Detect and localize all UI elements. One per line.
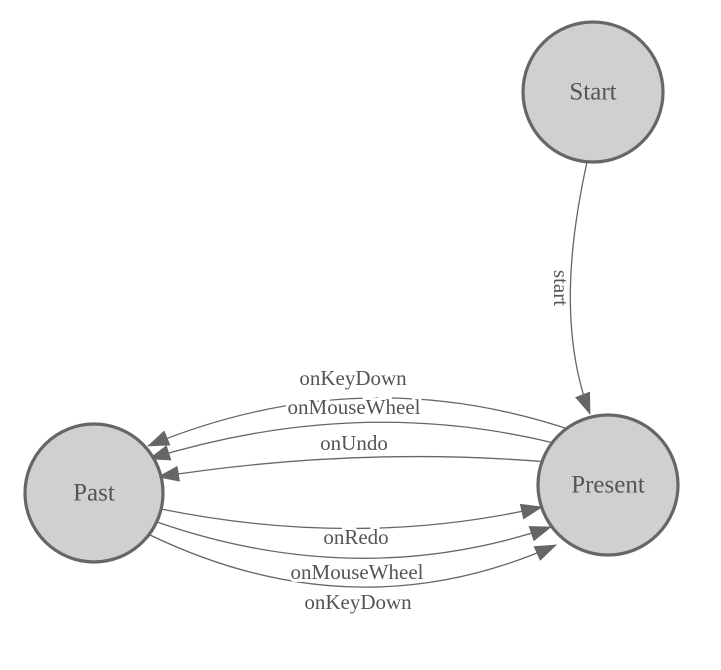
edge-layer [147,161,591,588]
transition-edge-past-to-present-onredo[interactable] [160,503,543,530]
state-node-present[interactable]: Present [536,413,680,557]
transition-edge-present-to-past-onmousewheel[interactable] [148,421,559,461]
edge-label-present-to-past-onmousewheel: onMouseWheel [288,395,421,419]
edge-label-start-to-present: start [549,270,573,306]
edge-label-present-to-past-onkeydown: onKeyDown [299,366,407,390]
transition-edge-start-to-present[interactable] [569,161,591,415]
edge-label-layer: start onKeyDown onMouseWheel onUndo onRedo on… [285,267,576,617]
transition-edge-present-to-past-onundo[interactable] [157,455,549,482]
transition-edge-present-to-past-onkeydown[interactable] [147,397,575,447]
edge-label-past-to-present-onmousewheel: onMouseWheel [291,560,424,584]
transition-edge-past-to-present-onmousewheel[interactable] [156,521,552,559]
state-circle-start[interactable] [521,20,665,164]
edge-label-past-to-present-onkeydown: onKeyDown [304,590,412,614]
state-node-start[interactable]: Start [521,20,665,164]
edge-label-past-to-present-onredo: onRedo [323,525,388,549]
state-node-past[interactable]: Past [23,422,165,564]
edge-label-present-to-past-onundo: onUndo [320,431,388,455]
state-circle-present[interactable] [536,413,680,557]
state-circle-past[interactable] [23,422,165,564]
transition-edge-past-to-present-onkeydown[interactable] [149,534,557,588]
